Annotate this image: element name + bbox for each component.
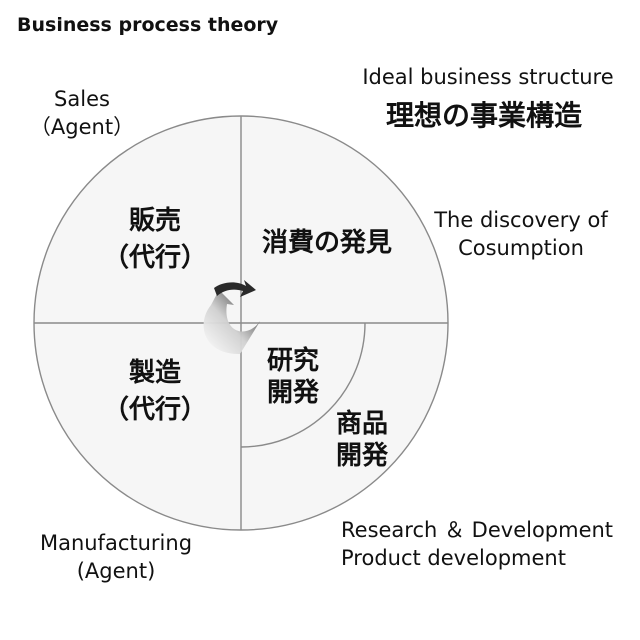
diagram-title: Business process theory bbox=[17, 14, 279, 36]
ideal-structure-en: Ideal business structure bbox=[362, 65, 613, 89]
manufacturing-label-jp-line1: 製造 bbox=[129, 358, 181, 388]
product-label-jp-line1: 商品 bbox=[336, 408, 388, 439]
product-label-jp-line2: 開発 bbox=[336, 441, 389, 471]
manufacturing-label-en-line2: (Agent) bbox=[77, 559, 156, 583]
rnd-label-en-line1: Research ＆ Development bbox=[341, 518, 613, 542]
sales-label-en-line2: （Agent） bbox=[30, 115, 134, 139]
sales-label-en-line1: Sales bbox=[54, 87, 110, 111]
research-arc bbox=[240, 322, 366, 448]
research-label-jp-line1: 研究 bbox=[267, 345, 319, 376]
sales-label-jp-line1: 販売 bbox=[129, 206, 181, 236]
research-label-jp-line2: 開発 bbox=[267, 378, 320, 408]
cycle-arrow-head bbox=[214, 280, 256, 297]
consumption-label-en-line2: Cosumption bbox=[458, 236, 584, 260]
consumption-label-en-line1: The discovery of bbox=[433, 208, 608, 232]
cycle-arrow-icon bbox=[203, 290, 262, 355]
sales-label-jp-line2: （代行） bbox=[103, 242, 207, 273]
ideal-structure-jp: 理想の事業構造 bbox=[386, 99, 582, 132]
consumption-label-jp: 消費の発見 bbox=[262, 228, 392, 258]
rnd-label-en-line2: Product development bbox=[341, 546, 566, 570]
manufacturing-label-jp-line2: （代行） bbox=[103, 394, 207, 425]
manufacturing-label-en-line1: Manufacturing bbox=[40, 531, 192, 555]
